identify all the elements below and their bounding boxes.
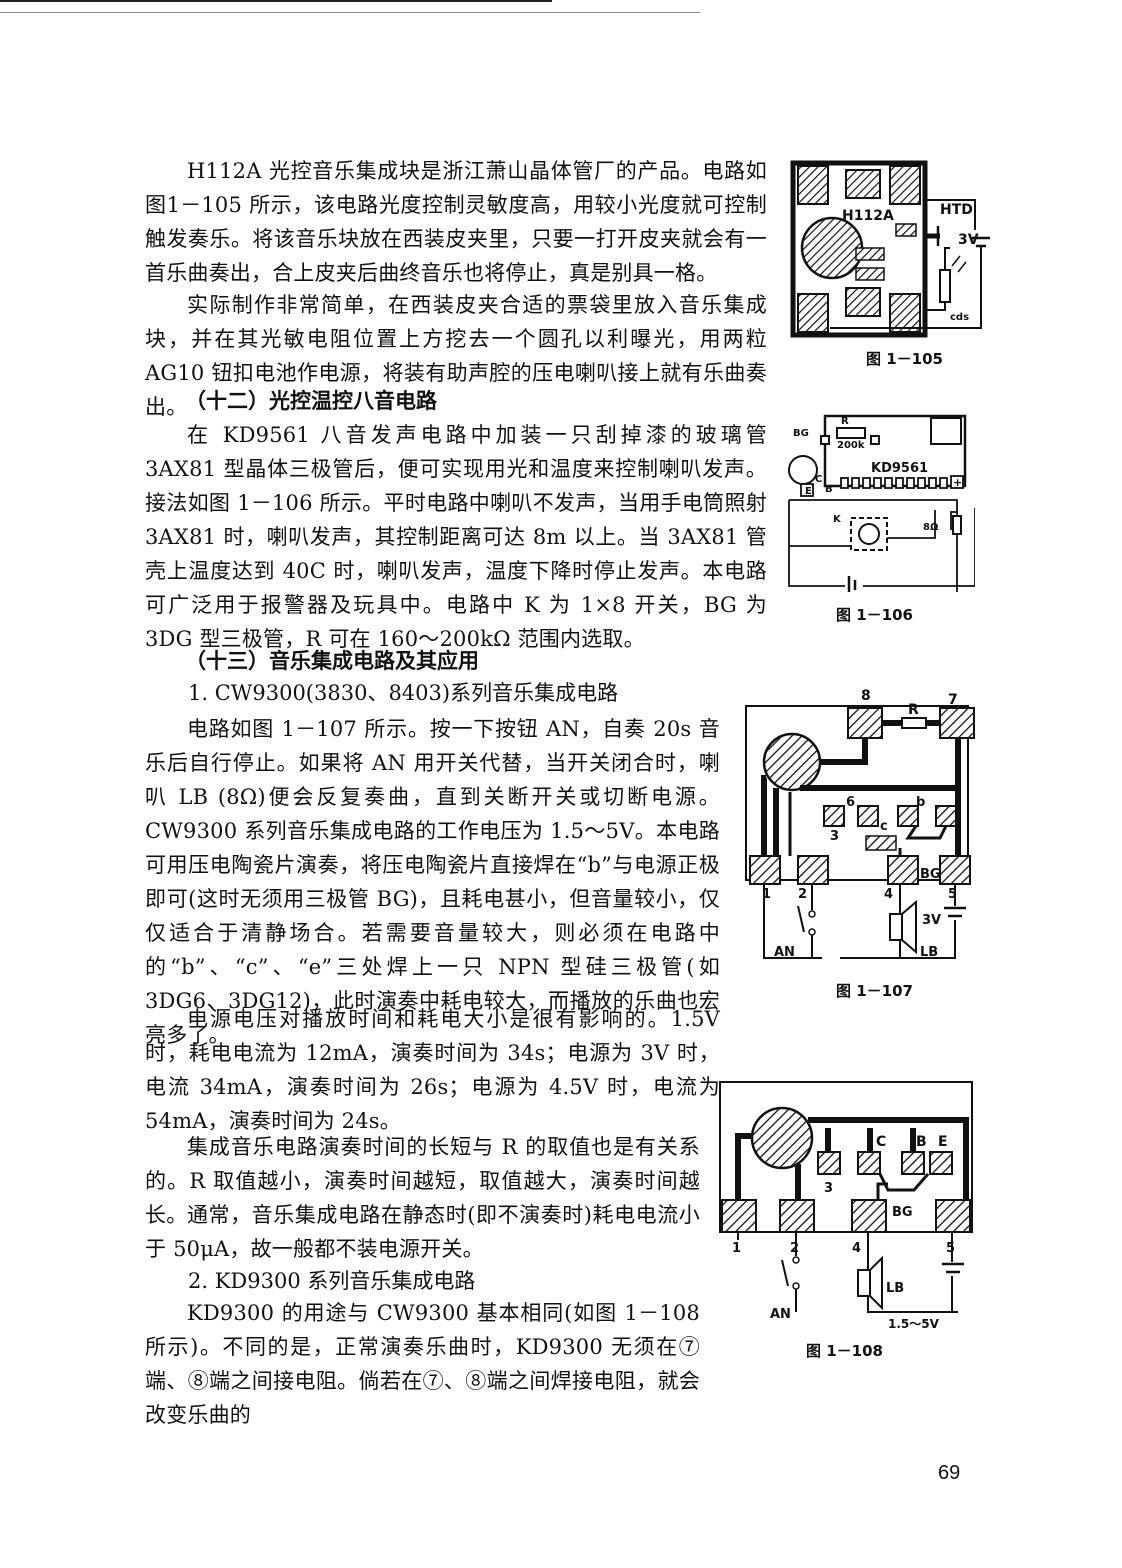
header-rule-thin bbox=[0, 12, 700, 13]
label-pin2: 2 bbox=[790, 1241, 799, 1256]
label-b: B bbox=[825, 484, 833, 495]
paragraph-voltage: 电源电压对播放时间和耗电大小是很有影响的。1.5V 时，耗电电流为 12mA，演… bbox=[145, 1007, 720, 1133]
paragraph-h112a: H112A 光控音乐集成块是浙江萧山晶体管厂的产品。电路如图1－105 所示，该… bbox=[145, 159, 767, 285]
figure-1-106: BG R 200k KD9561 K 8Ω E C B + bbox=[785, 412, 975, 592]
label-200k: 200k bbox=[837, 440, 865, 451]
caption-1-108: 图 1－108 bbox=[806, 1342, 883, 1360]
figure-1-108: C B E 3 BG 1 2 4 5 AN LB 1.5～5V bbox=[718, 1080, 978, 1340]
label-voltage: 1.5～5V bbox=[888, 1317, 940, 1331]
paragraph-production: 实际制作非常简单，在西装皮夹合适的票袋里放入音乐集成块，并在其光敏电阻位置上方挖… bbox=[145, 293, 767, 419]
label-pin3: 3 bbox=[824, 1181, 833, 1196]
label-c: C bbox=[876, 1134, 886, 1150]
page-number: 69 bbox=[938, 1462, 961, 1484]
label-plus: + bbox=[953, 476, 962, 489]
label-pin5: 5 bbox=[946, 1241, 955, 1256]
label-pin4: 4 bbox=[852, 1241, 861, 1256]
caption-1-106: 图 1－106 bbox=[836, 606, 913, 624]
paragraph-cw9300: 电路如图 1－107 所示。按一下按钮 AN，自奏 20s 音乐后自行停止。如果… bbox=[145, 717, 720, 1047]
label-pin5: 5 bbox=[948, 887, 957, 902]
caption-1-107: 图 1－107 bbox=[836, 982, 913, 1000]
subheading-kd9300: 2. KD9300 系列音乐集成电路 bbox=[188, 1269, 476, 1293]
label-cds: cds bbox=[950, 312, 969, 323]
caption-1-105: 图 1－105 bbox=[866, 350, 943, 368]
label-an: AN bbox=[774, 945, 795, 960]
label-r: R bbox=[908, 702, 919, 718]
label-htd: HTD bbox=[940, 202, 973, 218]
section-heading-13: （十三）音乐集成电路及其应用 bbox=[185, 649, 479, 673]
label-pin3: 3 bbox=[830, 829, 839, 844]
label-k: K bbox=[833, 514, 842, 525]
label-e: E bbox=[805, 486, 812, 497]
label-pin6: 6 bbox=[846, 795, 855, 810]
label-c: c bbox=[880, 819, 888, 834]
label-pin7: 7 bbox=[948, 692, 958, 708]
label-kd9561: KD9561 bbox=[871, 461, 928, 476]
label-3v: 3V bbox=[958, 232, 979, 248]
section-heading-12: （十二）光控温控八音电路 bbox=[185, 389, 437, 413]
paragraph-kd9561: 在 KD9561 八音发声电路中加装一只刮掉漆的玻璃管 3AX81 型晶体三极管… bbox=[145, 423, 767, 651]
label-pin4: 4 bbox=[884, 887, 893, 902]
label-an: AN bbox=[770, 1307, 791, 1322]
label-pin1: 1 bbox=[732, 1241, 741, 1256]
label-c: C bbox=[815, 474, 822, 485]
label-e: E bbox=[938, 1134, 948, 1150]
label-pin8: 8 bbox=[861, 688, 871, 704]
paragraph-kd9300: KD9300 的用途与 CW9300 基本相同(如图 1－108 所示)。不同的… bbox=[145, 1301, 700, 1427]
label-b: b bbox=[916, 795, 925, 810]
paragraph-standby: 通常，音乐集成电路在静态时(即不演奏时)耗电电流小于 50μA，故一般都不装电源… bbox=[145, 1203, 700, 1261]
figure-1-105: H112A HTD 3V cds bbox=[790, 160, 1000, 338]
label-pin1: 1 bbox=[762, 887, 771, 902]
paragraph-resistor: 集成音乐电路演奏时间的长短与 R 的取值也是有关系的。R 取值越小，演奏时间越短… bbox=[145, 1135, 700, 1227]
label-bg: BG bbox=[793, 428, 809, 439]
label-pin2: 2 bbox=[798, 887, 807, 902]
subheading-cw9300: 1. CW9300(3830、8403)系列音乐集成电路 bbox=[188, 681, 619, 705]
label-bg: BG bbox=[892, 1205, 913, 1220]
label-3v: 3V bbox=[922, 913, 941, 928]
label-h112a: H112A bbox=[842, 208, 894, 224]
label-b: B bbox=[916, 1134, 927, 1150]
header-rule bbox=[0, 0, 552, 2]
figure-1-107: 8 R 7 6 3 c b BG 1 2 4 5 3V AN LB bbox=[740, 688, 980, 966]
label-lb: LB bbox=[920, 945, 938, 960]
label-8ohm: 8Ω bbox=[923, 522, 939, 533]
label-lb: LB bbox=[886, 1281, 904, 1296]
label-bg: BG bbox=[920, 867, 941, 882]
label-r: R bbox=[841, 416, 849, 427]
